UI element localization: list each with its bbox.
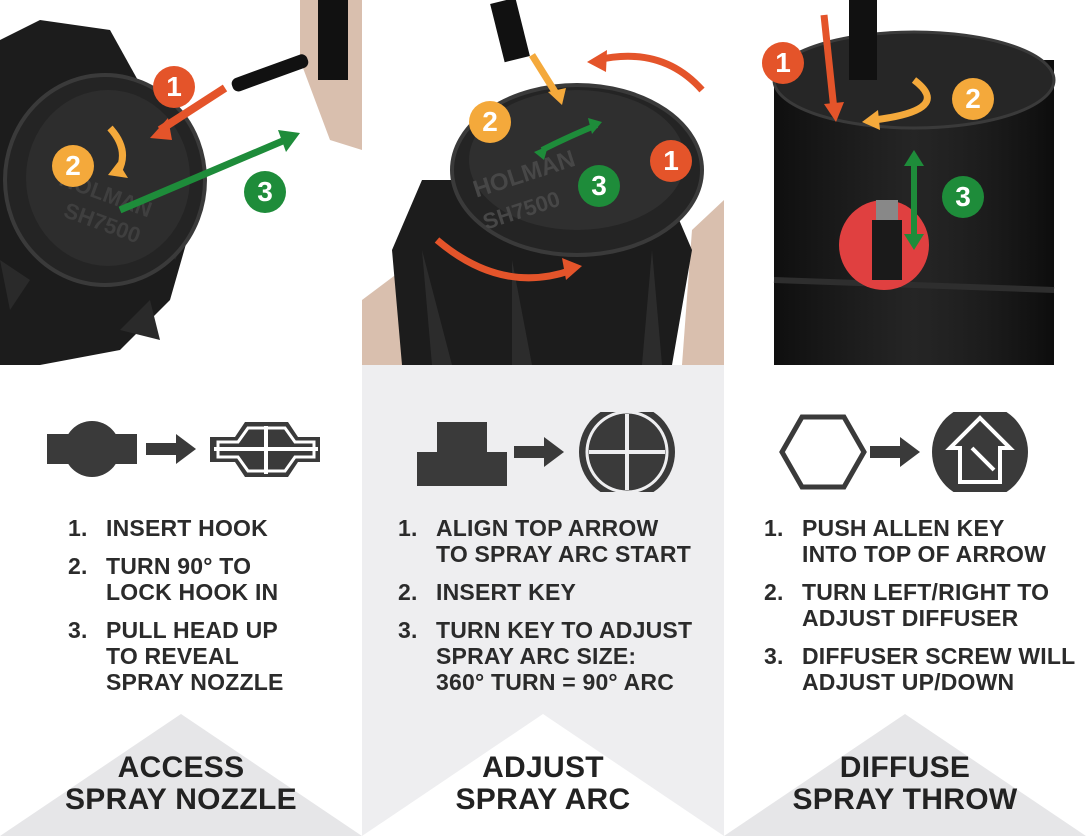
step-badge-2: 2: [52, 145, 94, 187]
right-arrow-icon: [146, 434, 196, 464]
sprinkler-photo-diffuse: 1 2 3: [724, 0, 1086, 365]
panel-adjust-spray-arc: HOLMAN SH7500 2 1 3: [362, 0, 724, 836]
step-badge-3: 3: [578, 165, 620, 207]
steps-list-arc: 1.ALIGN TOP ARROW TO SPRAY ARC START 2.I…: [398, 515, 720, 707]
lock-slot-icon: [210, 422, 320, 477]
panel-title: ADJUST SPRAY ARC: [455, 751, 631, 816]
step-item: 3.TURN KEY TO ADJUST SPRAY ARC SIZE: 360…: [398, 617, 693, 695]
step-item: 2.INSERT KEY: [398, 579, 577, 605]
steps-list-access: 1.INSERT HOOK 2.TURN 90° TO LOCK HOOK IN…: [68, 515, 358, 707]
step-badge-1: 1: [762, 42, 804, 84]
footer-access: ACCESS SPRAY NOZZLE: [0, 714, 362, 836]
right-arrow-icon: [514, 437, 564, 467]
icon-row-arc: [417, 412, 675, 492]
hexagon-icon: [779, 414, 867, 490]
step-badge-3: 3: [942, 176, 984, 218]
step-badge-2: 2: [469, 101, 511, 143]
step-item: 1.ALIGN TOP ARROW TO SPRAY ARC START: [398, 515, 691, 567]
step-item: 2.TURN LEFT/RIGHT TO ADJUST DIFFUSER: [764, 579, 1050, 631]
step-badge-1: 1: [153, 66, 195, 108]
block-key-icon: [417, 422, 507, 486]
icon-row-access: [47, 421, 320, 477]
arrow-circle-icon: [932, 412, 1028, 492]
step-item: 3.DIFFUSER SCREW WILL ADJUST UP/DOWN: [764, 643, 1076, 695]
step-badge-1: 1: [650, 140, 692, 182]
panel-access-spray-nozzle: HOLMAN SH7500 1 2 3: [0, 0, 362, 836]
step-badge-2: 2: [952, 78, 994, 120]
footer-diffuse: DIFFUSE SPRAY THROW: [724, 714, 1086, 836]
step-item: 1.PUSH ALLEN KEY INTO TOP OF ARROW: [764, 515, 1047, 567]
icon-row-diffuse: [779, 412, 1028, 492]
step-item: 3.PULL HEAD UP TO REVEAL SPRAY NOZZLE: [68, 617, 284, 695]
crosshair-circle-icon: [579, 412, 675, 492]
footer-arc: ADJUST SPRAY ARC: [362, 714, 724, 836]
right-arrow-icon: [870, 437, 920, 467]
step-badge-3: 3: [244, 171, 286, 213]
step-item: 2.TURN 90° TO LOCK HOOK IN: [68, 553, 279, 605]
panel-diffuse-spray-throw: 1 2 3 1.PUSH ALLEN KEY INTO TOP OF ARROW…: [724, 0, 1086, 836]
steps-list-diffuse: 1.PUSH ALLEN KEY INTO TOP OF ARROW 2.TUR…: [764, 515, 1082, 707]
step-item: 1.INSERT HOOK: [68, 515, 268, 541]
panel-title: DIFFUSE SPRAY THROW: [792, 751, 1018, 816]
panel-title: ACCESS SPRAY NOZZLE: [65, 751, 297, 816]
sprinkler-photo-access: HOLMAN SH7500 1 2 3: [0, 0, 362, 365]
round-hub-icon: [47, 421, 137, 477]
sprinkler-photo-arc: HOLMAN SH7500 2 1 3: [362, 0, 724, 365]
